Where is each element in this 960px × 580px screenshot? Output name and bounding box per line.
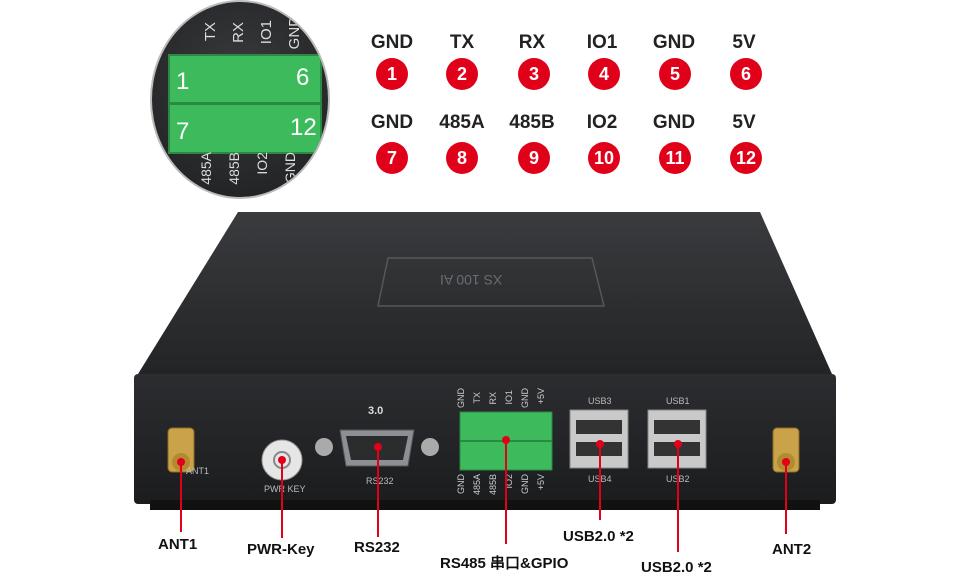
gpio-top-print: GND bbox=[456, 388, 466, 408]
pin-badge-4: 4 bbox=[588, 58, 620, 90]
gpio-top-print: GND bbox=[520, 388, 530, 408]
leader-usb-b bbox=[677, 444, 679, 552]
pin-badge-7: 7 bbox=[376, 142, 408, 174]
gpio-top-print: TX bbox=[472, 392, 482, 404]
pin-label-9: 485B bbox=[509, 112, 555, 133]
pin-badge-3: 3 bbox=[518, 58, 550, 90]
inset-number-6: 6 bbox=[296, 64, 310, 91]
gpio-bottom-print: 485A bbox=[472, 474, 482, 496]
inset-number-7: 7 bbox=[176, 118, 190, 145]
pin-badge-10: 10 bbox=[588, 142, 620, 174]
leader-ant1 bbox=[180, 462, 182, 532]
callout-usb-a: USB2.0 *2 bbox=[563, 528, 634, 545]
pin-label-10: IO2 bbox=[586, 112, 618, 133]
pin-badge-6: 6 bbox=[730, 58, 762, 90]
terminal-zoom-inset: TX RX IO1 GND 1 6 7 12 485A 485B IO2 GND bbox=[150, 0, 330, 199]
callout-ant1: ANT1 bbox=[158, 536, 198, 553]
pin-badge-1: 1 bbox=[376, 58, 408, 90]
panel-print-rs232: RS232 bbox=[366, 476, 394, 486]
pin-badge-8: 8 bbox=[446, 142, 478, 174]
pin-badge-11: 11 bbox=[659, 142, 691, 174]
leader-pwr bbox=[281, 460, 283, 538]
panel-print-rs232-title: 3.0 bbox=[368, 405, 384, 417]
gpio-bottom-print: +5V bbox=[536, 474, 546, 491]
pin-label-5: GND bbox=[652, 32, 696, 53]
pin-label-8: 485A bbox=[439, 112, 485, 133]
callout-usb-b: USB2.0 *2 bbox=[641, 559, 712, 576]
panel-print-ant1: ANT1 bbox=[186, 466, 210, 476]
callout-rs485-gpio: RS485 串口&GPIO bbox=[440, 555, 569, 572]
pin-label-12: 5V bbox=[732, 112, 756, 133]
pin-badge-5: 5 bbox=[659, 58, 691, 90]
lid-logo: XS 100 AI bbox=[440, 272, 503, 288]
leader-usb-a bbox=[599, 444, 601, 520]
pin-label-11: GND bbox=[652, 112, 696, 133]
pin-label-4: IO1 bbox=[586, 32, 618, 53]
leader-rs485 bbox=[505, 440, 507, 544]
panel-gpio-top-prints: GND TX RX IO1 GND +5V bbox=[456, 388, 556, 412]
inset-terminal-block bbox=[168, 54, 322, 154]
gpio-bottom-print: GND bbox=[520, 474, 530, 494]
gpio-bottom-print: 485B bbox=[488, 474, 498, 496]
callout-ant2: ANT2 bbox=[772, 541, 812, 558]
leader-ant2 bbox=[785, 462, 787, 534]
callout-pwr-key: PWR-Key bbox=[247, 541, 315, 558]
inset-number-12: 12 bbox=[290, 114, 317, 141]
pin-badge-2: 2 bbox=[446, 58, 478, 90]
pin-label-2: TX bbox=[449, 32, 475, 53]
gpio-top-print: +5V bbox=[536, 388, 546, 405]
pin-label-1: GND bbox=[370, 32, 414, 53]
pin-badge-9: 9 bbox=[518, 142, 550, 174]
panel-print-usb1: USB1 bbox=[666, 396, 690, 406]
gpio-top-print: RX bbox=[488, 392, 498, 405]
leader-rs232 bbox=[377, 447, 379, 537]
panel-print-pwr: PWR KEY bbox=[264, 484, 306, 494]
inset-number-1: 1 bbox=[176, 68, 190, 95]
callout-rs232: RS232 bbox=[354, 539, 400, 556]
pin-badge-12: 12 bbox=[730, 142, 762, 174]
pin-label-3: RX bbox=[518, 32, 546, 53]
pin-label-6: 5V bbox=[732, 32, 756, 53]
gpio-top-print: IO1 bbox=[504, 390, 514, 405]
gpio-bottom-print: GND bbox=[456, 474, 466, 494]
panel-print-usb3: USB3 bbox=[588, 396, 612, 406]
pin-label-7: GND bbox=[370, 112, 414, 133]
